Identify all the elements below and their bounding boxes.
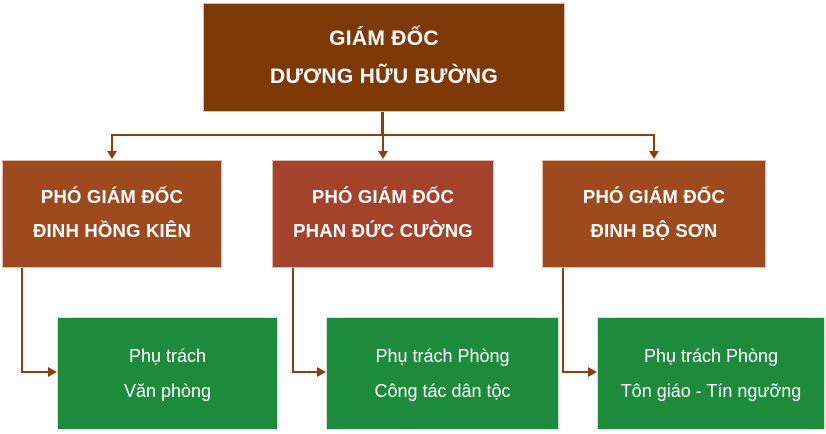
deputy-name: ĐINH HỒNG KIÊN — [33, 220, 191, 241]
deputy-title: PHÓ GIÁM ĐỐC — [582, 186, 726, 207]
arrow-right-icon — [588, 367, 597, 377]
node-dept-van-phong: Phụ trách Văn phòng — [57, 317, 278, 430]
dept-role: Phụ trách Phòng — [375, 345, 510, 366]
connector-drop-3 — [653, 134, 655, 151]
deputy-name: ĐINH BỘ SƠN — [590, 220, 718, 241]
connector-deputy1-vertical — [21, 267, 23, 373]
arrow-down-icon — [378, 151, 388, 159]
arrow-down-icon — [649, 151, 659, 159]
arrow-down-icon — [107, 151, 117, 159]
node-deputy-phan-duc-cuong: PHÓ GIÁM ĐỐC PHAN ĐỨC CƯỜNG — [272, 160, 494, 268]
connector-drop-2 — [382, 134, 384, 151]
arrow-right-icon — [48, 367, 57, 377]
dept-name: Tôn giáo - Tín ngưỡng — [620, 380, 802, 401]
director-title: GIÁM ĐỐC — [329, 26, 439, 50]
deputy-name: PHAN ĐỨC CƯỜNG — [293, 220, 473, 241]
connector-director-stub — [381, 112, 384, 136]
node-deputy-dinh-hong-kien: PHÓ GIÁM ĐỐC ĐINH HỒNG KIÊN — [2, 160, 222, 268]
deputy-title: PHÓ GIÁM ĐỐC — [311, 186, 455, 207]
node-dept-cong-tac-dan-toc: Phụ trách Phòng Công tác dân tộc — [326, 317, 559, 430]
director-name: DƯƠNG HỮU BƯỜNG — [270, 64, 498, 88]
arrow-right-icon — [317, 367, 326, 377]
connector-deputy3-vertical — [562, 267, 564, 373]
connector-deputy2-vertical — [292, 267, 294, 373]
connector-deputy1-horizontal — [21, 371, 48, 373]
node-director: GIÁM ĐỐC DƯƠNG HỮU BƯỜNG — [203, 3, 565, 112]
node-dept-ton-giao-tin-nguong: Phụ trách Phòng Tôn giáo - Tín ngưỡng — [597, 317, 825, 430]
connector-drop-1 — [111, 134, 113, 151]
dept-name: Công tác dân tộc — [374, 380, 511, 401]
connector-deputy3-horizontal — [562, 371, 588, 373]
dept-role: Phụ trách Phòng — [643, 345, 779, 366]
connector-deputy2-horizontal — [292, 371, 317, 373]
dept-name: Văn phòng — [123, 380, 212, 401]
node-deputy-dinh-bo-son: PHÓ GIÁM ĐỐC ĐINH BỘ SƠN — [542, 160, 766, 268]
deputy-title: PHÓ GIÁM ĐỐC — [40, 186, 184, 207]
dept-role: Phụ trách — [128, 345, 207, 366]
